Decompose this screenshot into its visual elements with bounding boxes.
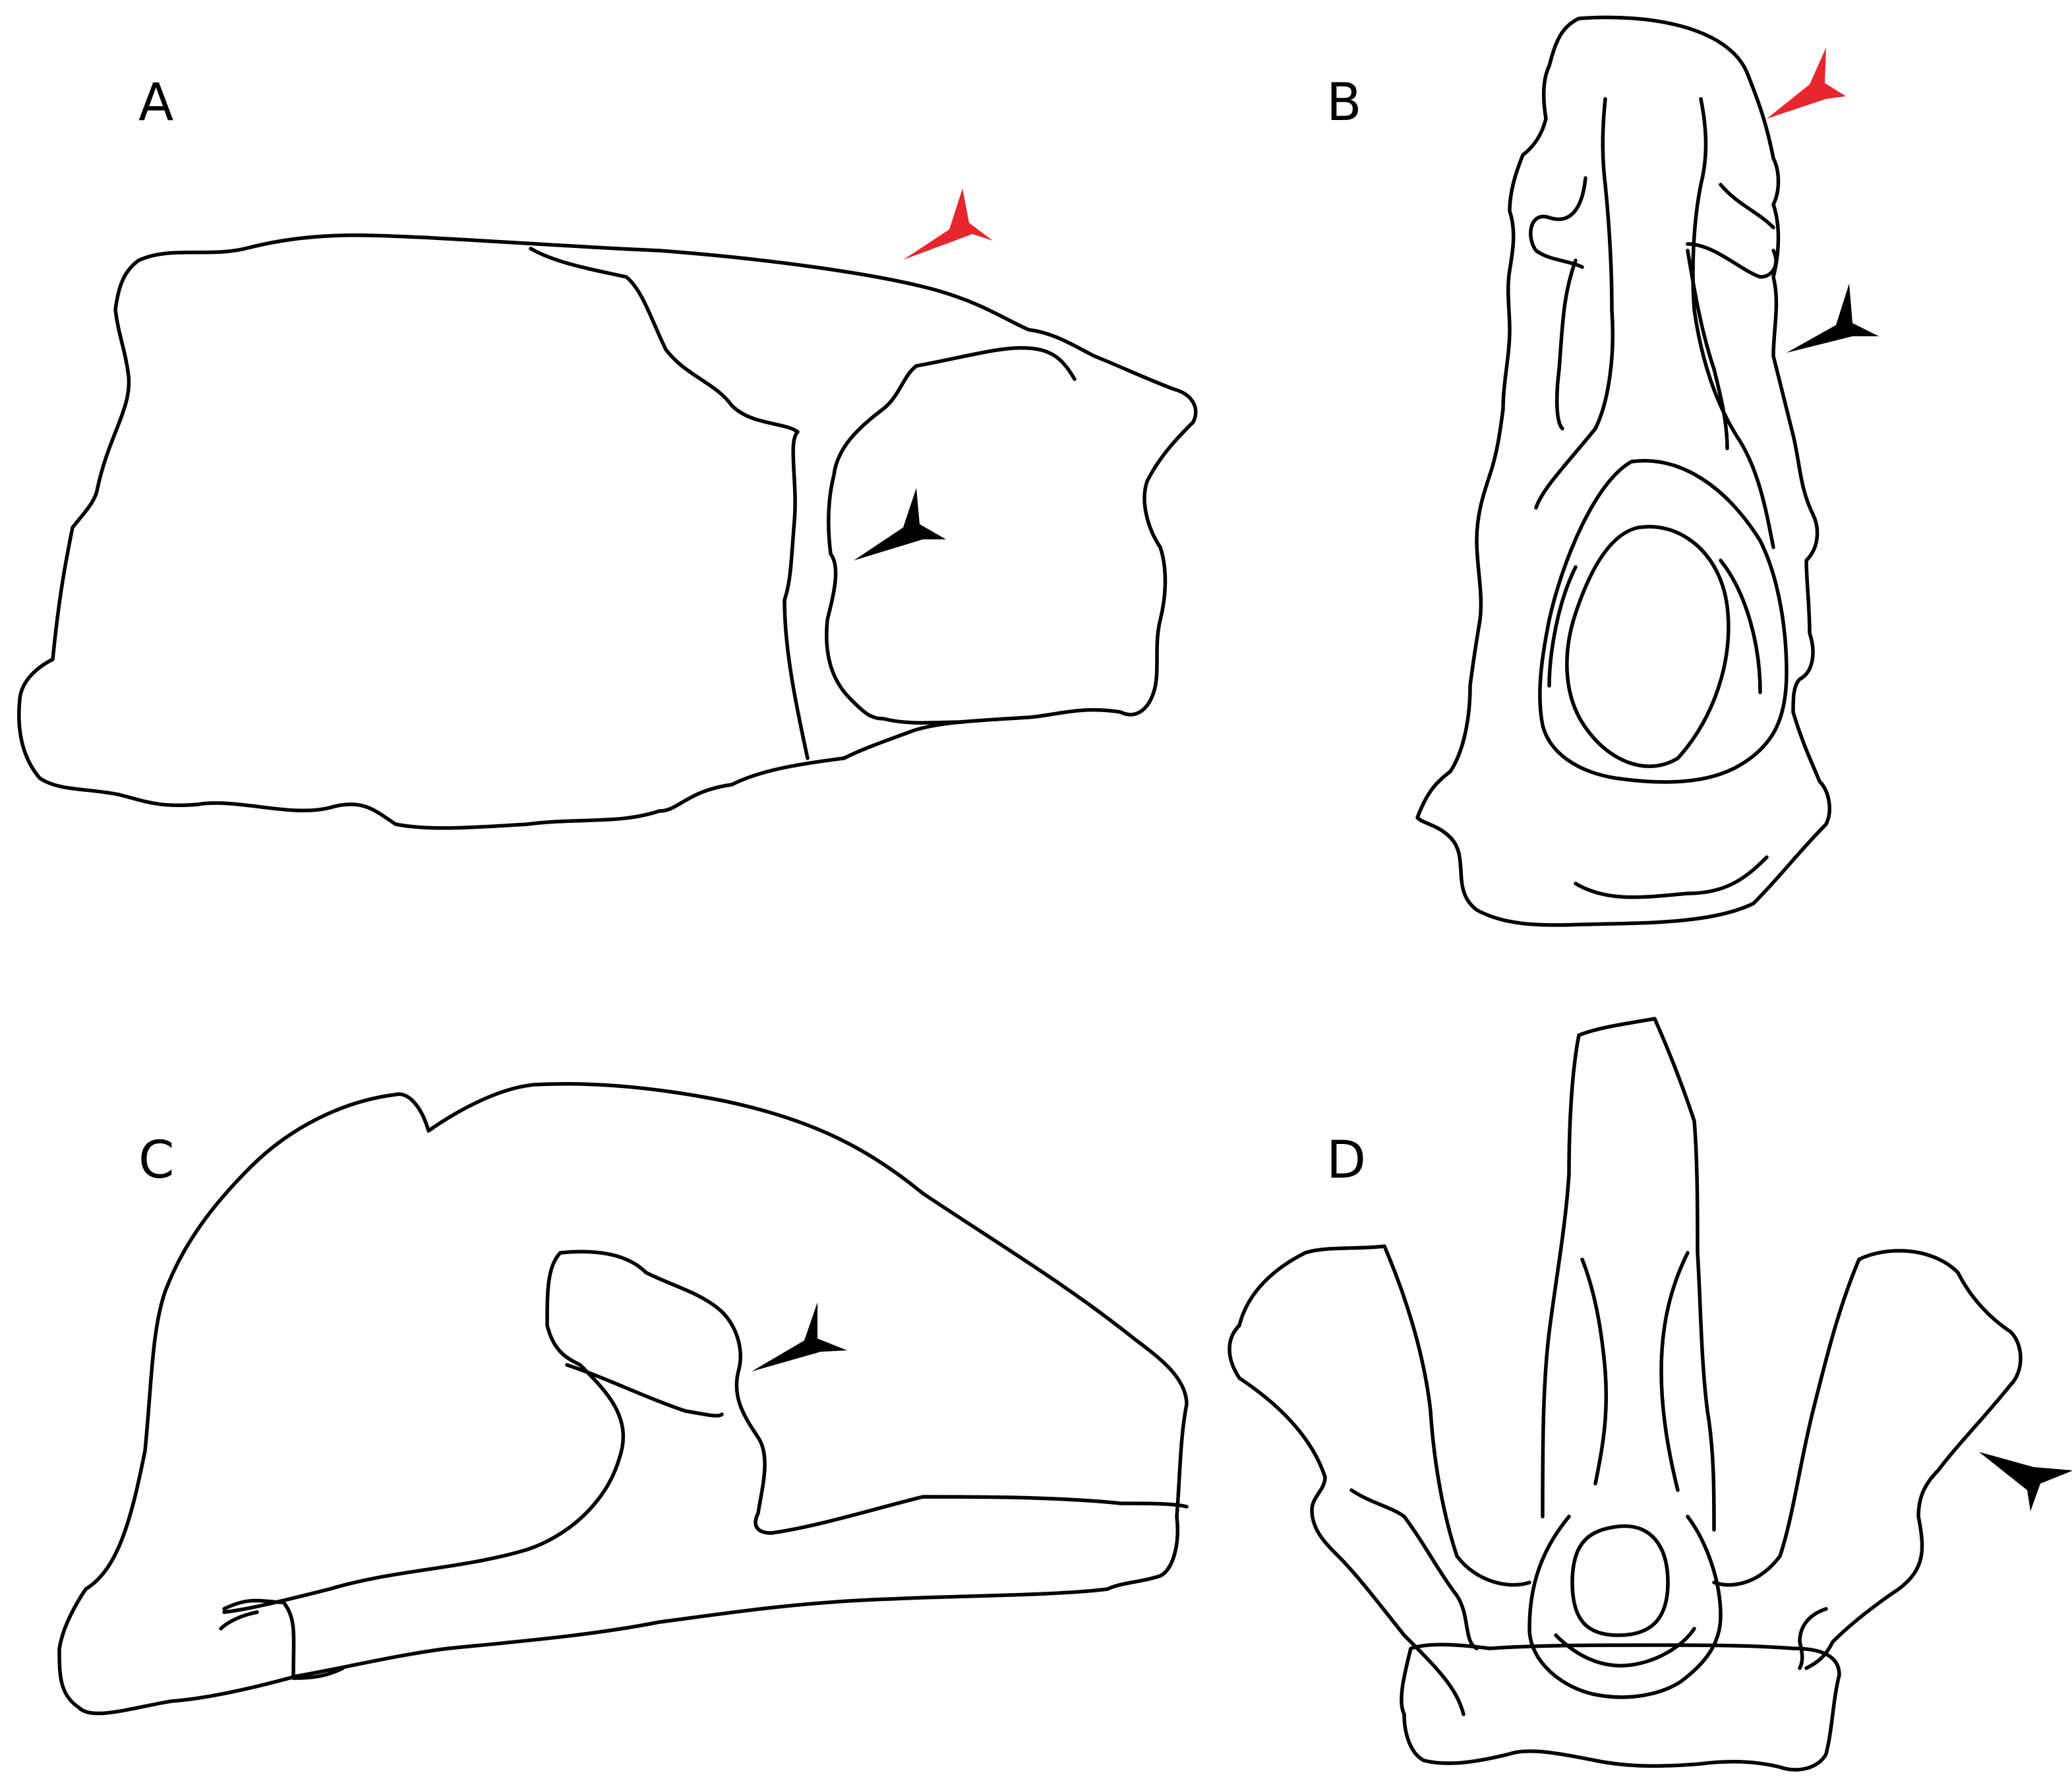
panel-d-left-inner-line (1349, 1488, 1479, 1650)
panel-c-process-lower-lip (565, 1363, 724, 1418)
panel-d-spine-inner-right (1659, 1251, 1690, 1492)
panel-b-label: B (1326, 73, 1362, 133)
panel-a-outline (17, 233, 1198, 830)
panel-b-spine-left (1534, 97, 1614, 510)
panel-b: B (1326, 15, 1879, 927)
panel-a-process-outline (825, 346, 1077, 725)
panel-a-red-arrowhead (903, 189, 993, 260)
panel-a-body-divider (783, 430, 810, 760)
panel-c: C (57, 1081, 1189, 1716)
panel-c-lower-line (219, 1598, 345, 1680)
panel-d-centrum (1400, 1642, 1841, 1772)
panel-b-ventral-line (1574, 855, 1769, 899)
panel-d-neural-arch (1527, 1515, 1723, 1699)
panel-b-right-zygapophysis (1686, 183, 1778, 450)
panel-d-label: D (1326, 1131, 1366, 1190)
panel-b-outline (1415, 15, 1831, 927)
panel-d-neural-canal (1570, 1524, 1670, 1637)
panel-a: A (17, 73, 1198, 830)
panel-d-canal-arc (1554, 1627, 1696, 1668)
panel-b-spine-right (1691, 97, 1775, 549)
panel-b-left-zygapophysis (1529, 176, 1587, 431)
panel-c-label: C (138, 1131, 174, 1190)
panel-d-spine-inner-left (1580, 1257, 1609, 1486)
panel-c-outline (57, 1081, 1189, 1716)
panel-d-left-transverse (1228, 1244, 1531, 1716)
panel-d-right-inner-line (1798, 1607, 1828, 1670)
panel-a-black-arrowhead (854, 488, 946, 560)
panel-d-spine (1541, 1017, 1716, 1532)
panel-d: D (1228, 1017, 2072, 1772)
panel-b-neural-canal-inner (1565, 525, 1731, 768)
panel-d-black-arrowhead (1979, 1452, 2072, 1511)
panel-b-black-arrowhead (1787, 284, 1879, 353)
panel-b-centrum-line (1547, 558, 1762, 694)
panel-b-red-arrowhead (1767, 47, 1846, 119)
panel-a-dorsal-ridge (529, 247, 800, 434)
panel-d-right-transverse (1712, 1249, 2023, 1670)
panel-c-black-arrowhead (752, 1302, 847, 1371)
panel-b-neural-canal-outer (1538, 459, 1789, 784)
panel-c-process-outline (222, 1250, 1189, 1614)
panel-a-label: A (138, 73, 173, 133)
